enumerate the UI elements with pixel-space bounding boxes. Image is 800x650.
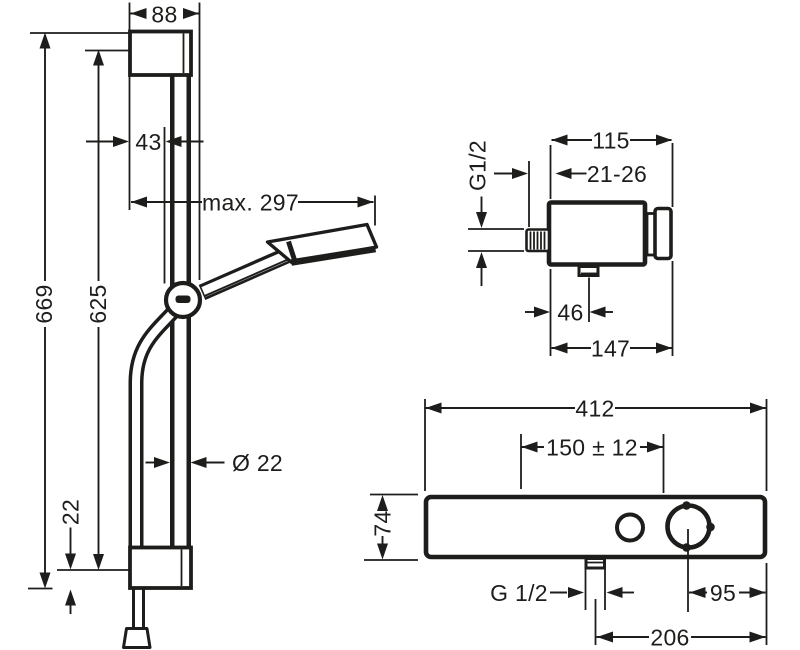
wall-bracket-top [128,29,193,77]
knob-pin-top [682,501,691,510]
thermostat-front-figure: 412 150 ± 12 74 G 1/2 95 [364,396,768,650]
dim-projection: 21-26 [494,161,647,187]
dim-bracket-width: 88 [130,2,199,28]
knob-side [645,206,673,261]
dim-inlet-thread: G1/2 [465,140,491,286]
dim-label-bracket-width: 88 [151,2,177,28]
dim-label-bar-diameter: Ø 22 [232,450,283,476]
wall-bracket-bottom [128,545,193,590]
dim-rail-offset: 43 [86,129,204,155]
thermostat-front-extension-lines [364,399,768,645]
hand-shower [198,222,379,301]
dim-depth: 147 [551,336,672,362]
dim-label-outlet-thread: G 1/2 [490,580,548,606]
dim-label-outlet-offset: 46 [557,300,583,326]
dim-bar-diameter: Ø 22 [145,450,283,476]
dim-label-projection: 21-26 [587,161,647,187]
inlet-nipple [525,228,551,253]
slider-holder [163,280,203,320]
hose-connector [122,627,152,649]
dim-bottom-clearance: 22 [58,499,84,614]
dim-outlet-to-edge: 206 [596,625,766,650]
dim-outlet-offset: 46 [525,300,613,326]
dim-side-width: 115 [551,128,672,154]
dim-label-inlet-spacing: 150 ± 12 [546,435,638,461]
thermostat-side-extension-lines [468,143,674,356]
shower-hose [128,305,180,629]
dim-label-total-height: 669 [31,284,57,323]
dim-label-side-width: 115 [592,128,630,154]
dim-label-outlet-to-edge: 206 [650,625,689,650]
knob-pin-bottom [682,543,691,552]
dim-label-knob-offset: 95 [710,580,736,606]
knob-pin-right [706,522,715,532]
dim-label-bar-height: 625 [85,284,111,323]
dim-label-front-height: 74 [370,510,396,536]
dim-knob-offset: 95 [689,580,766,606]
spray-face [290,245,377,266]
select-button-front [615,512,645,543]
slider-release-button [175,295,191,303]
dim-label-depth: 147 [591,336,630,362]
thermostat-side-body [546,200,648,267]
dim-label-rail-offset: 43 [135,129,161,155]
outlet-side [577,265,600,277]
dim-max-reach: max. 297 [131,190,374,216]
shower-set-extension-lines [28,2,376,590]
dim-total-height: 669 [31,32,57,589]
dim-bar-height: 625 [85,49,111,570]
dim-front-width: 412 [425,396,766,422]
dim-label-max-reach: max. 297 [202,190,299,216]
thermostat-side-figure: 115 21-26 G1/2 46 14 [465,128,674,362]
dim-outlet-thread: G 1/2 [490,580,634,606]
dim-inlet-spacing: 150 ± 12 [521,435,663,461]
outlet-front [584,557,606,570]
shower-set-figure: 88 43 max. 297 669 6 [28,2,379,649]
dim-label-bottom-clearance: 22 [58,499,84,525]
dim-label-inlet-thread: G1/2 [465,140,491,191]
dim-front-height: 74 [370,495,396,560]
dim-label-front-width: 412 [575,396,614,422]
